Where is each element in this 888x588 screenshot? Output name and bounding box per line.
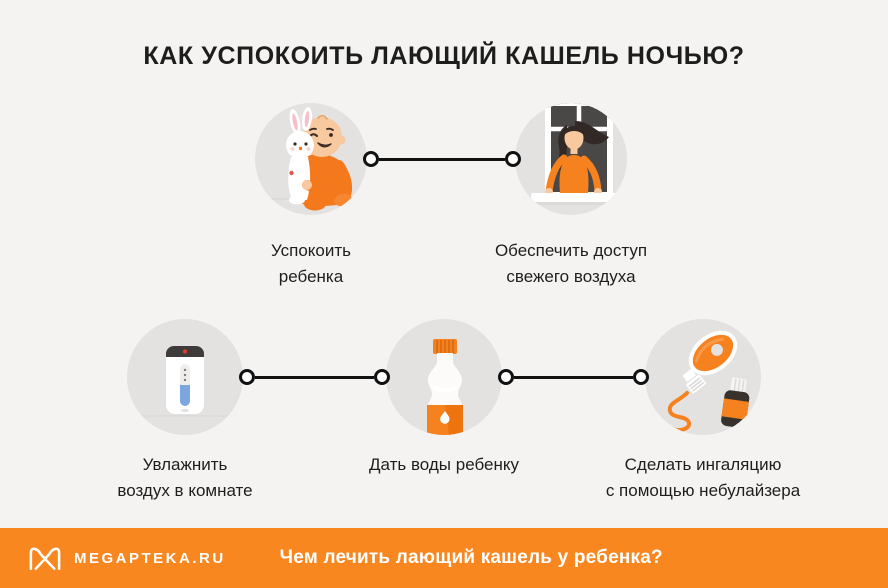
label-line: с помощью небулайзера xyxy=(605,481,801,500)
step-fresh-air-label: Обеспечить доступ свежего воздуха xyxy=(495,238,647,290)
label-line: ребенка xyxy=(278,267,344,286)
connector-top-row xyxy=(363,151,521,167)
connector-endpoint-icon xyxy=(363,151,379,167)
brand-name: MEGAPTEKA.RU xyxy=(74,549,226,567)
woman-at-open-window-icon xyxy=(531,103,623,205)
page-title: КАК УСПОКОИТЬ ЛАЮЩИЙ КАШЕЛЬ НОЧЬЮ? xyxy=(143,42,745,70)
step-humidify-illustration xyxy=(127,319,243,435)
connector-bottom-left xyxy=(239,369,390,385)
mask-connector xyxy=(681,367,707,395)
step-calm-child-label: Успокоить ребенка xyxy=(271,238,351,290)
step-calm-child-illustration xyxy=(255,103,367,215)
baby-with-bunny-icon xyxy=(265,107,357,211)
medicine-vial xyxy=(721,377,750,428)
label-line: Обеспечить доступ xyxy=(494,241,648,260)
connector-endpoint-icon xyxy=(498,369,514,385)
footer-bar: MEGAPTEKA.RU Чем лечить лающий кашель у … xyxy=(0,528,888,588)
connector-bottom-right xyxy=(498,369,649,385)
label-line: Сделать ингаляцию xyxy=(624,455,782,474)
nebulizer-mask-icon xyxy=(667,330,750,433)
water-bottle-icon xyxy=(427,339,463,435)
connector-line xyxy=(379,157,505,161)
connector-endpoint-icon xyxy=(239,369,255,385)
label-line: воздух в комнате xyxy=(117,481,253,500)
step-nebulizer-illustration xyxy=(645,319,761,435)
step-nebulizer-label: Сделать ингаляцию с помощью небулайзера xyxy=(606,452,800,504)
step-fresh-air-illustration xyxy=(515,103,627,215)
label-line: Успокоить xyxy=(270,241,352,260)
connector-endpoint-icon xyxy=(374,369,390,385)
footer-tagline: Чем лечить лающий кашель у ребенка? xyxy=(279,547,663,568)
label-line: Увлажнить xyxy=(142,455,228,474)
megapteka-m-logo xyxy=(29,547,61,570)
label-line: Дать воды ребенку xyxy=(369,455,519,474)
step-give-water-label: Дать воды ребенку xyxy=(369,452,519,478)
label-line: свежего воздуха xyxy=(506,267,636,286)
step-give-water-illustration xyxy=(386,319,502,435)
humidifier-icon xyxy=(141,345,229,417)
connector-line xyxy=(255,375,374,379)
connector-endpoint-icon xyxy=(505,151,521,167)
step-humidify-label: Увлажнить воздух в комнате xyxy=(117,452,252,504)
connector-line xyxy=(514,375,633,379)
connector-endpoint-icon xyxy=(633,369,649,385)
woman-figure xyxy=(545,121,609,196)
